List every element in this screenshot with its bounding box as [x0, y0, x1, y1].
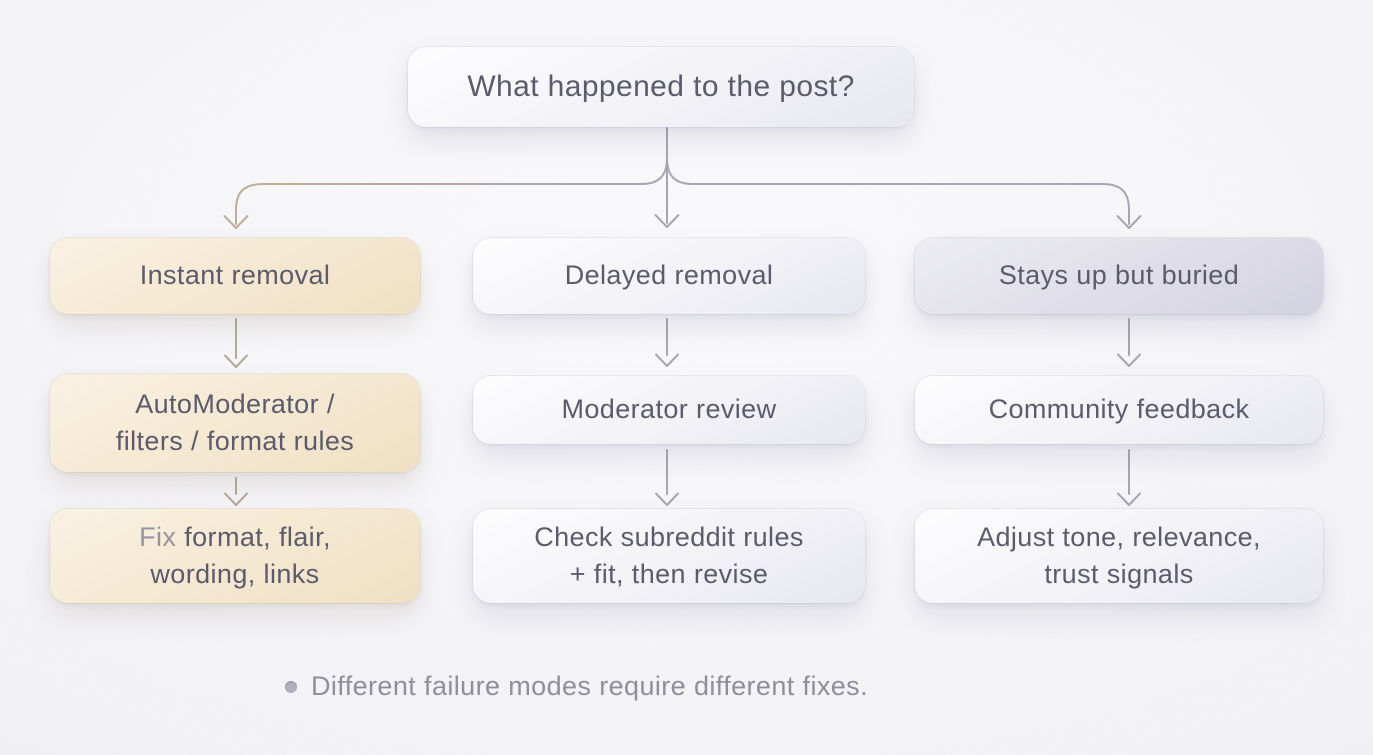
cause-box-moderator-review: Moderator review [473, 376, 865, 444]
connector-root-to-center [654, 127, 680, 228]
box-label-line2: + fit, then revise [569, 559, 769, 589]
arrow-buried-to-cause [1117, 318, 1141, 367]
fix-box-check-rules: Check subreddit rules + fit, then revise [473, 509, 865, 603]
box-label: Stays up but buried [998, 260, 1240, 291]
arrow-down-icon [655, 353, 679, 367]
arrow-down-icon [1117, 492, 1141, 506]
cause-box-community-feedback: Community feedback [915, 376, 1323, 444]
root-question-label: What happened to the post? [467, 70, 855, 104]
box-label: Moderator review [561, 394, 777, 425]
arrow-down-icon [224, 492, 248, 506]
cause-box-automoderator: AutoModerator / filters / format rules [50, 374, 420, 472]
branch-header-delayed-removal: Delayed removal [473, 238, 865, 314]
fix-word-light: Fix [139, 521, 177, 552]
footer-note: Different failure modes require differen… [285, 671, 868, 702]
box-label-line1: Fix format, flair, [139, 519, 331, 556]
box-label-line1: Adjust tone, relevance, [977, 521, 1261, 552]
box-label-line2: filters / format rules [115, 426, 355, 456]
box-label: Community feedback [988, 394, 1250, 425]
box-label-line2: trust signals [1044, 559, 1194, 589]
root-question-box: What happened to the post? [408, 47, 914, 127]
arrow-instant-to-cause [224, 318, 248, 368]
box-label: Instant removal [139, 260, 331, 291]
arrow-down-icon [654, 214, 680, 228]
box-label-line2: wording, links [150, 559, 320, 589]
fix-box-format-flair: Fix format, flair, wording, links [50, 509, 420, 603]
arrow-down-icon [655, 492, 679, 506]
bullet-dot-icon [285, 680, 297, 693]
footer-note-text: Different failure modes require differen… [311, 671, 868, 701]
arrow-down-icon [223, 215, 249, 229]
arrow-delayed-to-cause [655, 318, 679, 367]
fix-line1-rest: format, flair, [176, 521, 331, 552]
connector-root-to-right [666, 157, 1142, 229]
branch-header-instant-removal: Instant removal [50, 238, 420, 314]
arrow-cause-to-fix-left [224, 477, 248, 506]
box-label-line1: AutoModerator / [135, 388, 335, 419]
box-label-line1: Check subreddit rules [534, 521, 804, 552]
arrow-down-icon [224, 354, 248, 368]
arrow-cause-to-fix-center [655, 449, 679, 506]
branch-header-stays-up-buried: Stays up but buried [915, 238, 1323, 314]
arrow-down-icon [1117, 353, 1141, 367]
arrow-cause-to-fix-right [1117, 449, 1141, 506]
connector-root-to-left [223, 157, 668, 229]
arrow-down-icon [1116, 215, 1142, 229]
box-label: Delayed removal [564, 260, 774, 291]
fix-box-adjust-tone: Adjust tone, relevance, trust signals [915, 509, 1323, 603]
